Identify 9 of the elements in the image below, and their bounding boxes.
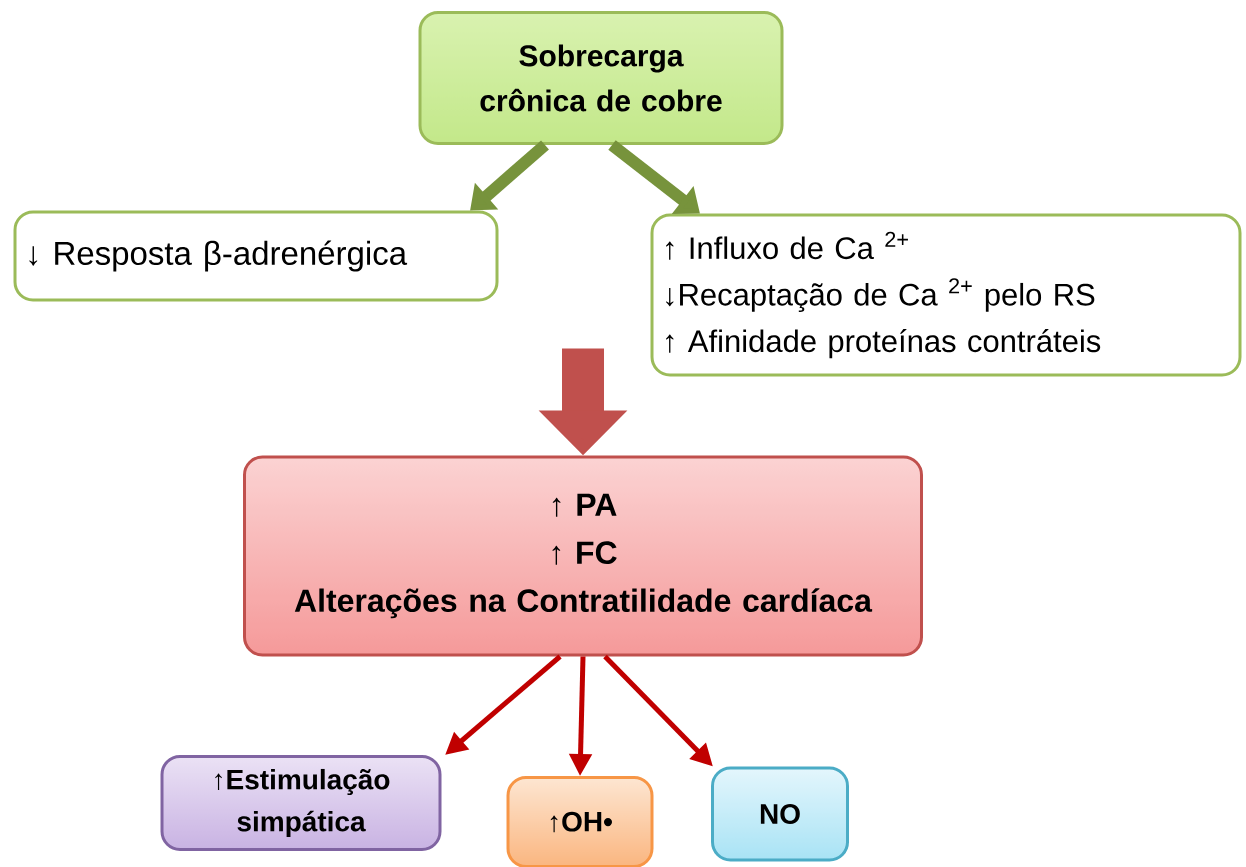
arrow	[608, 140, 700, 214]
result-box: ↑Estimulação simpática	[160, 755, 442, 851]
result-box: NO	[711, 766, 849, 862]
outcome-box: ↑ PA ↑ FC Alterações na Contratilidade cardíaca	[243, 455, 923, 657]
cause-box: Sobrecarga crônica de cobre	[418, 11, 784, 145]
result-box: ↑OH•	[506, 776, 654, 867]
effect-box: ↑ Influxo de Ca $^{2+}$ ↓Recaptação de Ca $^{2+}$ pelo RS ↑ Afinidade proteínas contráteis	[650, 213, 1242, 377]
effect-box: ↓ Resposta β-adrenérgica	[13, 210, 499, 302]
arrow	[470, 140, 549, 211]
